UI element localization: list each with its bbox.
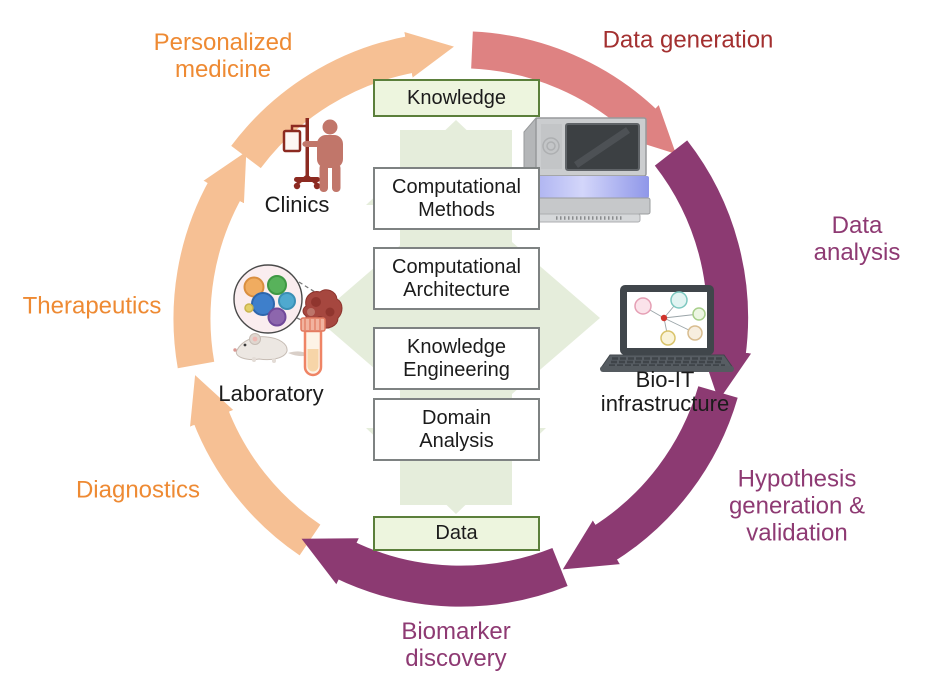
cycle-arcs — [173, 31, 752, 607]
computational-methods-box: Computational Methods — [373, 167, 540, 230]
label-therapeutics: Therapeutics — [22, 292, 162, 320]
lab-mouse-icon — [233, 333, 308, 363]
data-generation-arc — [470, 31, 676, 154]
label-data-analysis: Data analysis — [813, 212, 901, 266]
biomarker-arc — [301, 538, 568, 607]
knowledge-engineering-box: Knowledge Engineering — [373, 327, 540, 390]
domain-analysis-box: Domain Analysis — [373, 398, 540, 461]
data-box: Data — [373, 516, 540, 551]
label-biomarker-discovery: Biomarker discovery — [401, 618, 511, 672]
personalized-medicine-arc — [231, 32, 454, 169]
computational-architecture-box: Computational Architecture — [373, 247, 540, 310]
label-clinics: Clinics — [264, 191, 330, 217]
network-edges — [642, 299, 700, 339]
hypothesis-arc — [562, 385, 738, 570]
cells-tumor-mouse-testtube-icon — [233, 264, 343, 377]
diagnostics-arc — [190, 375, 321, 556]
laptop-network-icon — [600, 285, 734, 372]
label-personalized-medicine: Personalized medicine — [153, 29, 293, 83]
test-tube-icon — [300, 317, 326, 377]
label-hypothesis-generation-validation: Hypothesis generation & validation — [728, 465, 866, 547]
therapeutics-arc — [173, 151, 247, 369]
dna-sequencer-icon — [523, 116, 651, 223]
keyboard-keys — [609, 357, 725, 367]
patient-figure — [302, 119, 343, 192]
network-hub-node — [660, 314, 668, 322]
label-diagnostics: Diagnostics — [75, 476, 201, 504]
label-bioit-infrastructure: Bio-IT infrastructure — [600, 366, 730, 416]
sequencer-glow-band — [528, 176, 649, 198]
knowledge-box: Knowledge — [373, 79, 540, 117]
label-data-generation: Data generation — [602, 26, 774, 54]
iv-drip-patient-icon — [282, 118, 343, 192]
data-analysis-arc — [654, 140, 752, 401]
label-laboratory: Laboratory — [218, 380, 324, 406]
